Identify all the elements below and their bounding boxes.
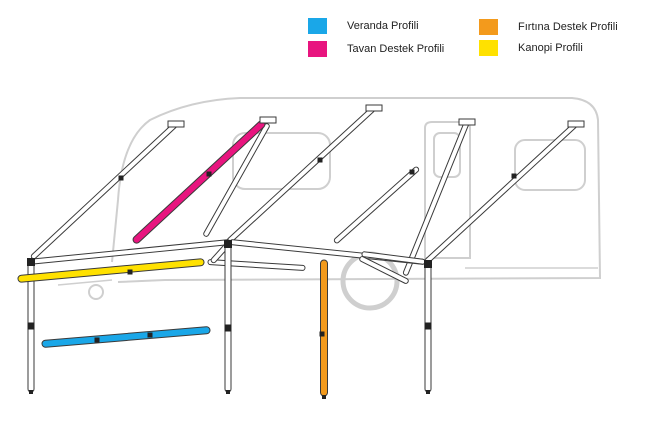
legend-label-firtina: Fırtına Destek Profili [518,21,618,33]
awning-rail-fixing [567,120,585,128]
pole-clamp [147,332,153,338]
canopy-profile [17,258,205,283]
pole-clamp [511,173,517,179]
storm-support-profile [320,259,328,397]
pole-clamp [319,331,325,337]
foot-plate [322,395,326,399]
foot-plate [29,390,33,394]
legend-swatch-kanopi [479,40,498,56]
awning-rail-fixing [259,116,277,124]
caravan-body [111,97,602,283]
pole-clamp [206,171,212,177]
awning-rail-fixing [458,118,476,126]
rafter-pole [333,166,420,244]
legend-label-tavan: Tavan Destek Profili [347,43,445,55]
awning-rail-fixing [365,104,383,112]
legend-swatch-tavan [308,41,327,57]
caravan-door [424,121,471,259]
leg-clamp [27,322,35,330]
legend-item-veranda: Veranda Profili [308,18,419,34]
legend-swatch-firtina [479,19,498,35]
foot-plate [426,390,430,394]
legend-label-veranda: Veranda Profili [347,20,419,32]
veranda-profile [41,326,211,348]
frame-poles [27,106,578,393]
frame-joints [27,104,585,399]
rafter-pole [203,123,270,237]
pole-clamp [94,337,100,343]
legend-label-kanopi: Kanopi Profili [518,42,583,54]
caravan-jockey-wheel [88,284,104,300]
legend-item-tavan: Tavan Destek Profili [308,41,444,57]
rafter-pole [30,122,178,260]
leg-clamp [224,324,232,332]
corner-joint [424,260,432,268]
legend-item-firtina: Fırtına Destek Profili [479,19,618,35]
legend-item-kanopi: Kanopi Profili [479,40,583,56]
pole-clamp [127,269,133,275]
pole-clamp [118,175,124,181]
legend-swatch-veranda [308,18,327,34]
colored-profiles [17,120,328,397]
caravan-drawbar [57,279,113,286]
corner-pole [359,256,409,284]
awning-rail-fixing [167,120,185,128]
caravan-outline [57,97,602,311]
corner-joint [27,258,35,266]
front-ridge-pole [207,259,306,271]
caravan-window-right [514,139,586,191]
upright-leg-pole [224,243,232,393]
foot-plate [226,390,230,394]
pole-clamp [317,157,323,163]
corner-joint [224,240,232,248]
pole-clamp [409,169,415,175]
rafter-pole [423,122,578,265]
leg-clamp [424,322,432,330]
